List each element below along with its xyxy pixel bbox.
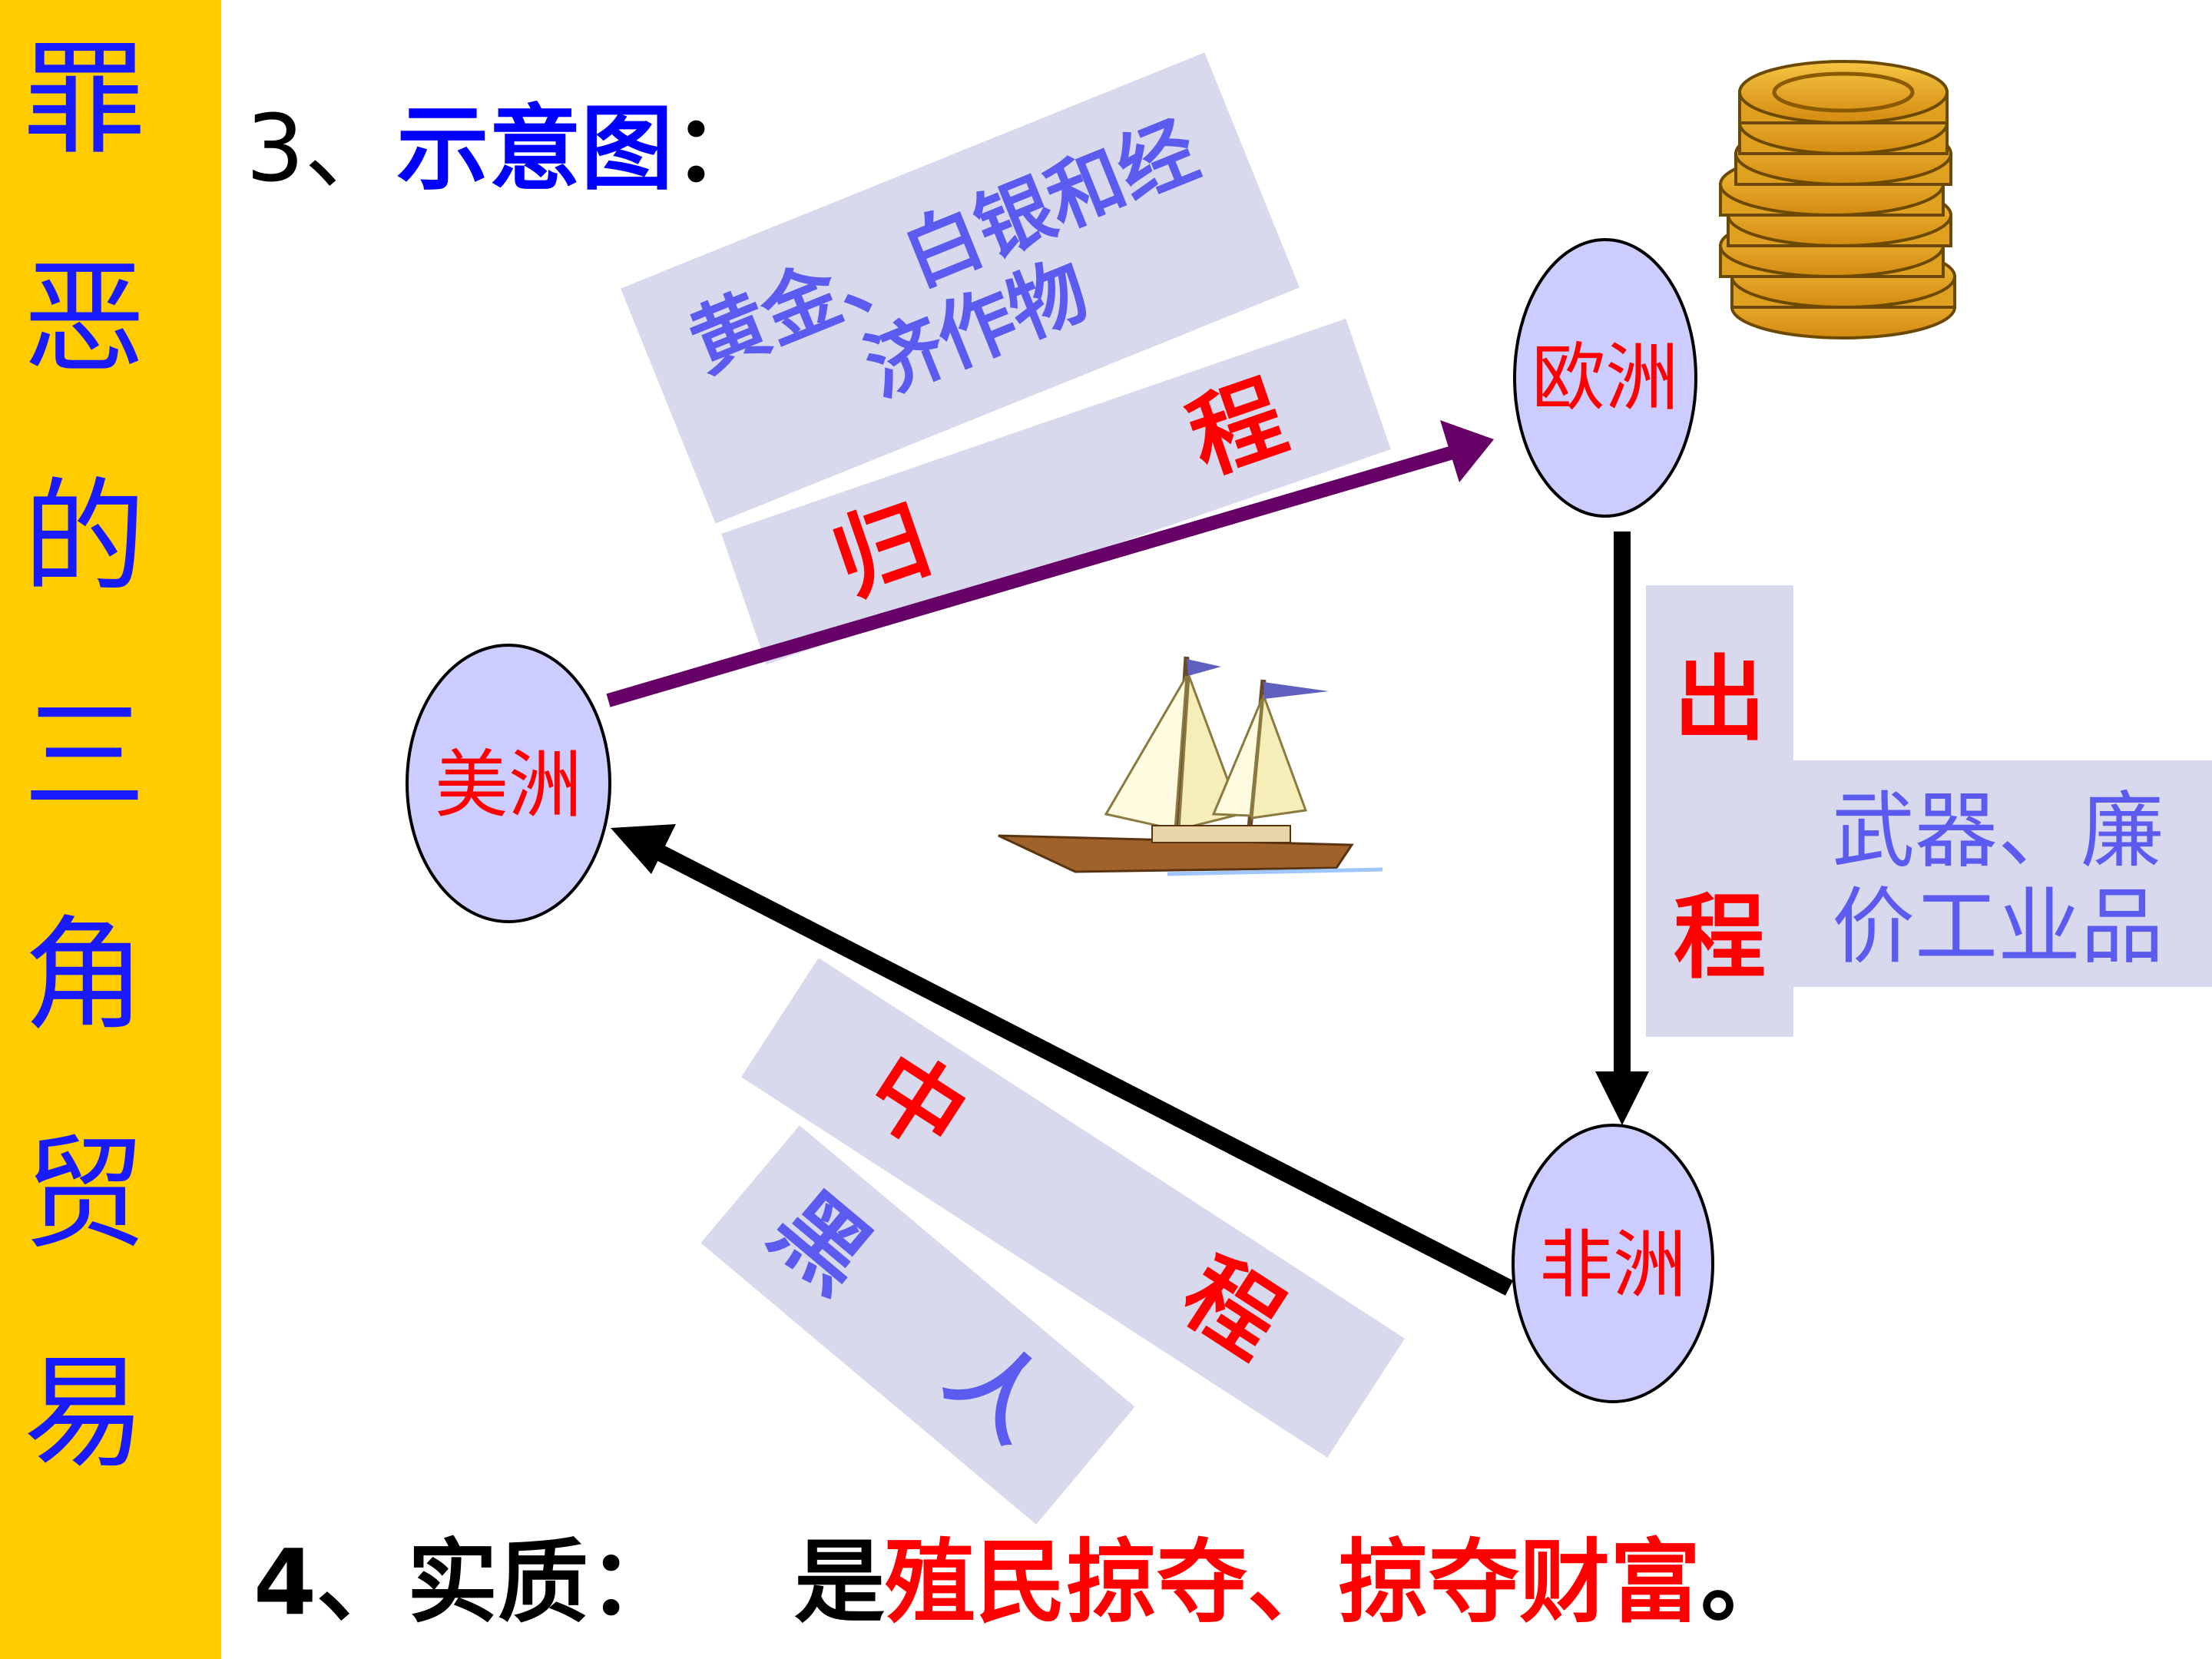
outbound-route-label-box: 出 程 [1646, 585, 1793, 1037]
sidebar: 罪 恶 的 三 角 贸 易 [0, 0, 221, 1659]
sidebar-title-char: 恶 [22, 247, 146, 390]
middle-cargo-label-b: 人 [928, 1320, 1068, 1462]
middle-cargo-label-a: 黑 [751, 1172, 891, 1314]
sidebar-title-char: 易 [22, 1341, 146, 1485]
node-africa-label: 非洲 [1539, 1222, 1687, 1308]
outbound-goods-line2: 价工业品 [1832, 879, 2164, 975]
node-europe-label: 欧洲 [1532, 335, 1679, 421]
sidebar-title-char: 三 [22, 684, 146, 828]
section-heading: 3、示意图： [246, 92, 765, 207]
middle-route-label-a: 中 [848, 1033, 985, 1174]
return-route-label-b: 程 [1176, 363, 1299, 495]
outbound-route-label-a: 出 [1674, 647, 1766, 753]
heading-title: 示意图 [396, 96, 674, 203]
sidebar-title-char: 罪 [22, 28, 146, 171]
essence-highlight: 殖民掠夺、掠夺财富 [885, 1529, 1701, 1635]
heading-number: 3、 [246, 96, 397, 203]
outbound-goods-box: 武器、廉 价工业品 [1793, 760, 2212, 987]
sidebar-title-char: 角 [22, 903, 146, 1047]
node-america: 美洲 [406, 644, 611, 923]
gold-coins-icon [1719, 60, 1956, 339]
sailing-ship-icon [998, 656, 1383, 876]
node-europe: 欧洲 [1513, 238, 1697, 518]
outbound-route-arrow [1595, 531, 1649, 1125]
essence-prefix: 4、实质： [253, 1529, 680, 1635]
essence-statement: 4、实质： 是殖民掠夺、掠夺财富。 [253, 1525, 1791, 1640]
outbound-route-label-b: 程 [1674, 885, 1766, 992]
outbound-goods-line1: 武器、廉 [1832, 783, 2164, 879]
essence-end: 。 [1700, 1529, 1792, 1635]
heading-colon: ： [673, 96, 766, 203]
essence-lead: 是 [794, 1529, 886, 1635]
sidebar-title-char: 的 [22, 465, 146, 609]
return-route-label-a: 归 [820, 485, 943, 617]
sidebar-title-char: 贸 [22, 1122, 146, 1266]
middle-route-label-b: 程 [1164, 1238, 1300, 1379]
node-america-label: 美洲 [435, 742, 582, 828]
node-africa: 非洲 [1512, 1124, 1714, 1403]
